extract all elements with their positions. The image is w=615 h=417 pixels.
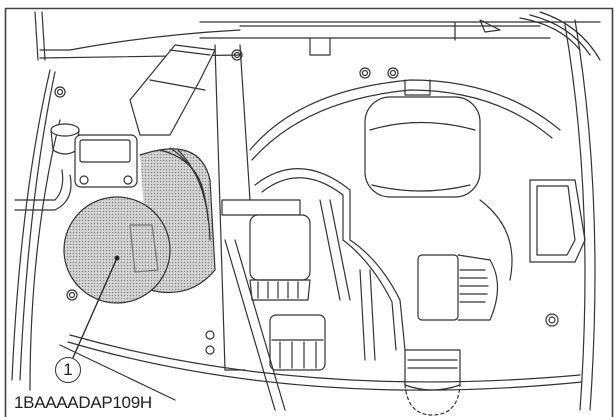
callout-1: 1 xyxy=(55,357,81,383)
callout-number: 1 xyxy=(63,360,73,379)
figure-id-label: 1BAAAADAP109H xyxy=(14,393,152,412)
coolant-reservoir xyxy=(364,96,481,198)
figure-border xyxy=(4,7,614,417)
air-cleaner-cap xyxy=(63,196,171,304)
